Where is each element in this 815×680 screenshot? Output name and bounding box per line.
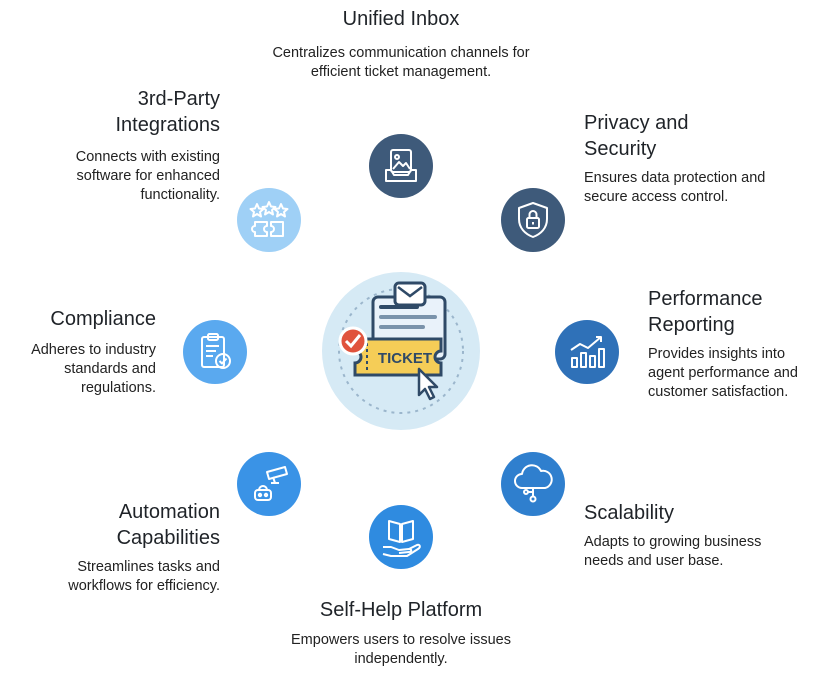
feature-title: Self-Help Platform	[319, 599, 483, 621]
feature-description: Ensures data protection and secure acces…	[584, 170, 766, 205]
clipboard-check-icon	[183, 320, 247, 384]
feature-title: Automation Capabilities	[116, 501, 220, 549]
integrations-node	[237, 188, 301, 252]
inbox-icon	[369, 134, 433, 198]
feature-self-help: Self-Help Platform Empowers users to res…	[262, 597, 540, 669]
feature-title: Unified Inbox	[342, 8, 460, 30]
feature-unified-inbox: Unified Inbox Centralizes communication …	[270, 6, 532, 82]
feature-title: 3rd-Party Integrations	[115, 88, 220, 136]
feature-description: Centralizes communication channels for e…	[272, 45, 530, 80]
privacy-security-node	[501, 188, 565, 252]
self-help-node	[369, 505, 433, 569]
performance-reporting-node	[555, 320, 619, 384]
shield-lock-icon	[501, 188, 565, 252]
feature-integrations: 3rd-Party Integrations Connects with exi…	[40, 86, 220, 205]
chart-icon	[555, 320, 619, 384]
feature-automation: Automation Capabilities Streamlines task…	[30, 499, 220, 596]
ticket-hub-icon: TICKET	[322, 272, 480, 430]
feature-title: Compliance	[50, 308, 156, 330]
compliance-node	[183, 320, 247, 384]
cloud-icon	[501, 452, 565, 516]
feature-title: Scalability	[584, 502, 675, 524]
feature-description: Empowers users to resolve issues indepen…	[291, 632, 511, 667]
scalability-node	[501, 452, 565, 516]
feature-description: Provides insights into agent performance…	[648, 346, 798, 400]
ticket-label: TICKET	[378, 350, 432, 367]
puzzle-stars-icon	[237, 188, 301, 252]
feature-description: Adapts to growing business needs and use…	[584, 534, 762, 569]
feature-privacy-security: Privacy and Security Ensures data protec…	[584, 110, 794, 207]
feature-description: Connects with existing software for enha…	[75, 149, 220, 203]
automation-node	[237, 452, 301, 516]
unified-inbox-node	[369, 134, 433, 198]
feature-scalability: Scalability Adapts to growing business n…	[584, 500, 794, 571]
book-hand-icon	[369, 505, 433, 569]
robot-camera-icon	[237, 452, 301, 516]
feature-compliance: Compliance Adheres to industry standards…	[6, 306, 156, 398]
feature-description: Adheres to industry standards and regula…	[31, 342, 156, 396]
ticket-hub: TICKET	[321, 271, 481, 431]
feature-title: Performance Reporting	[648, 288, 763, 336]
feature-title: Privacy and Security	[584, 112, 689, 160]
feature-description: Streamlines tasks and workflows for effi…	[68, 559, 220, 594]
feature-performance-reporting: Performance Reporting Provides insights …	[648, 286, 810, 402]
